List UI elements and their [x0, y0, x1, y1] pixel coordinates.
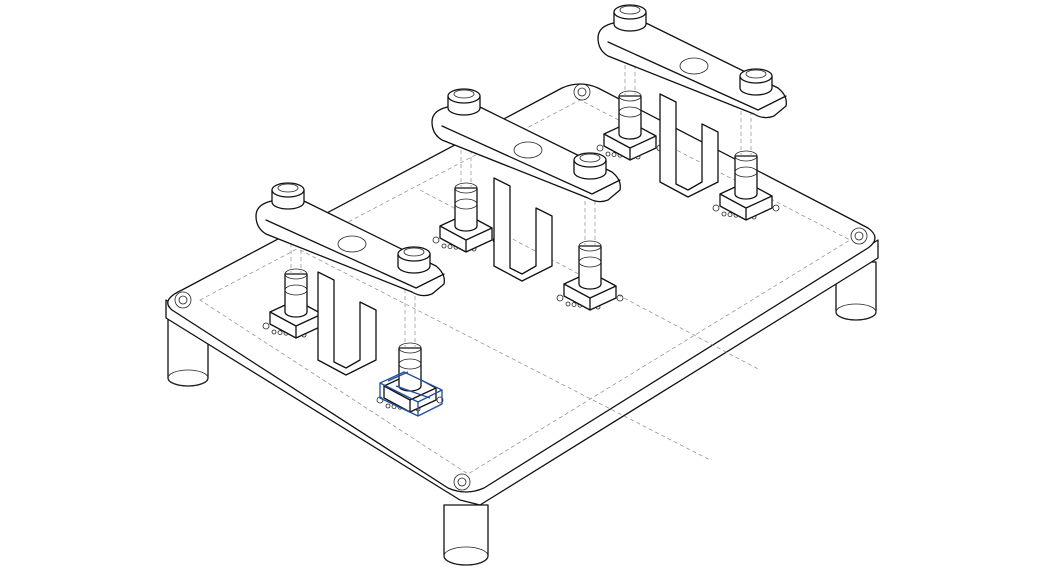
- drawing-edge: [439, 225, 493, 253]
- clamp-bridge-center[interactable]: [431, 88, 621, 282]
- drawing-edge: [721, 211, 727, 217]
- drawing-edge: [605, 151, 611, 157]
- drawing-edge: [493, 177, 553, 282]
- drawing-edge: [578, 245, 602, 290]
- drawing-edge: [441, 243, 447, 249]
- drawing-edge: [578, 240, 602, 252]
- sensor-mount-5[interactable]: [712, 90, 780, 221]
- drawing-edge: [284, 268, 308, 280]
- drawing-edge: [398, 358, 422, 370]
- drawing-edge: [571, 302, 577, 308]
- drawing-edge: [453, 89, 475, 99]
- sensor-mount-2[interactable]: [432, 122, 500, 253]
- drawing-edge: [398, 347, 422, 392]
- drawing-edge: [719, 193, 773, 221]
- drawing-edge: [613, 4, 647, 20]
- drawing-edge: [337, 235, 367, 253]
- drawing-edge: [432, 236, 440, 244]
- drawing-edge: [603, 133, 657, 161]
- screw-back: [573, 83, 591, 101]
- drawing-edge: [579, 153, 601, 163]
- drawing-edge: [284, 284, 308, 296]
- drawing-edge: [513, 141, 543, 159]
- drawing-edge: [265, 219, 445, 289]
- drawing-edge: [563, 283, 617, 311]
- drawing-edge: [745, 69, 767, 79]
- drawing-edge: [734, 150, 758, 162]
- drawing-edge: [556, 294, 564, 302]
- drawing-edge: [565, 301, 571, 307]
- leg-front[interactable]: [443, 504, 489, 566]
- drawing-edge: [772, 204, 780, 212]
- drawing-edge: [317, 271, 377, 376]
- drawing-edge: [383, 385, 437, 413]
- drawing-edge: [277, 183, 299, 193]
- sensor-mount-4[interactable]: [556, 180, 624, 311]
- screw-front: [453, 473, 471, 491]
- drawing-edge: [734, 166, 758, 178]
- drawing-edge: [679, 57, 709, 75]
- drawing-edge: [611, 152, 617, 158]
- drawing-edge: [271, 329, 277, 335]
- drawing-edge: [397, 246, 431, 262]
- screw-left: [174, 291, 192, 309]
- clamp-bridge-left[interactable]: [255, 182, 445, 376]
- drawing-edge: [262, 322, 270, 330]
- drawing-edge: [385, 403, 391, 409]
- drawing-edge: [712, 204, 720, 212]
- drawing-edge: [734, 155, 758, 200]
- drawing-edge: [618, 90, 642, 102]
- drawing-edge: [269, 311, 323, 339]
- drawing-edge: [403, 247, 425, 257]
- drawing-edge: [596, 144, 604, 152]
- drawing-edge: [436, 396, 444, 404]
- drawing-edge: [607, 41, 787, 111]
- drawing-edge: [618, 106, 642, 118]
- drawing-edge: [739, 68, 773, 84]
- drawing-edge: [454, 182, 478, 194]
- drawing-edge: [447, 88, 481, 104]
- screw-right: [850, 227, 868, 245]
- drawing-edge: [618, 95, 642, 140]
- drawing-edge: [454, 198, 478, 210]
- drawing-edge: [616, 294, 624, 302]
- drawing-edge: [271, 182, 305, 198]
- drawing-edge: [398, 342, 422, 354]
- clamp-bridge-right[interactable]: [597, 4, 787, 198]
- drawing-edge: [619, 5, 641, 15]
- drawing-edge: [578, 256, 602, 268]
- drawing-edge: [454, 187, 478, 232]
- drawing-edge: [441, 125, 621, 195]
- sensor-mount-front-selected[interactable]: [379, 371, 443, 417]
- drawing-edge: [659, 93, 719, 198]
- drawing-edge: [727, 212, 733, 218]
- drawing-edge: [573, 152, 607, 168]
- drawing-edge: [277, 330, 283, 336]
- drawing-edge: [447, 244, 453, 250]
- drawing-edge: [284, 273, 308, 318]
